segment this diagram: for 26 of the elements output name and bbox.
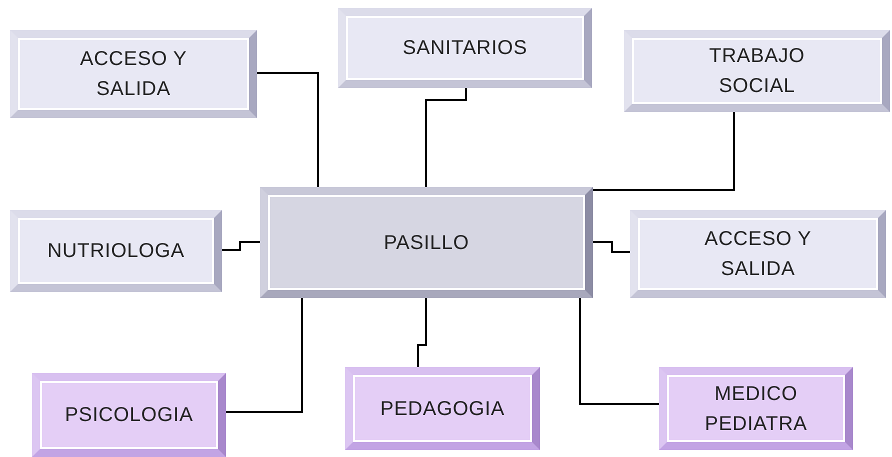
box-label: ACCESO Y SALIDA <box>79 47 188 102</box>
box-label: ACCESO Y SALIDA <box>704 227 812 282</box>
box-label: SANITARIOS <box>402 36 528 61</box>
beveled-box <box>260 187 593 298</box>
beveled-box <box>624 30 890 112</box>
connector-line <box>593 241 630 253</box>
box-label: NUTRIOLOGA <box>46 239 186 264</box>
beveled-box <box>10 210 222 292</box>
connector-line <box>257 72 319 187</box>
connector-line <box>593 112 735 191</box>
connector-line <box>222 241 260 251</box>
beveled-box <box>10 30 257 118</box>
box-label: PEDAGOGIA <box>379 396 506 422</box>
connector-line <box>579 298 659 405</box>
connector-line <box>226 298 303 413</box>
box-label: PSICOLOGIA <box>64 403 194 428</box>
beveled-box <box>338 8 592 88</box>
beveled-box <box>32 373 226 457</box>
connector-line <box>417 298 427 367</box>
connector-line <box>425 88 467 187</box>
beveled-box <box>630 210 886 298</box>
beveled-box <box>659 367 853 450</box>
box-label: PASILLO <box>382 230 470 256</box>
beveled-box <box>345 367 540 450</box>
box-label: TRABAJO SOCIAL <box>708 44 806 99</box>
box-label: MEDICO PEDIATRA <box>704 382 808 436</box>
